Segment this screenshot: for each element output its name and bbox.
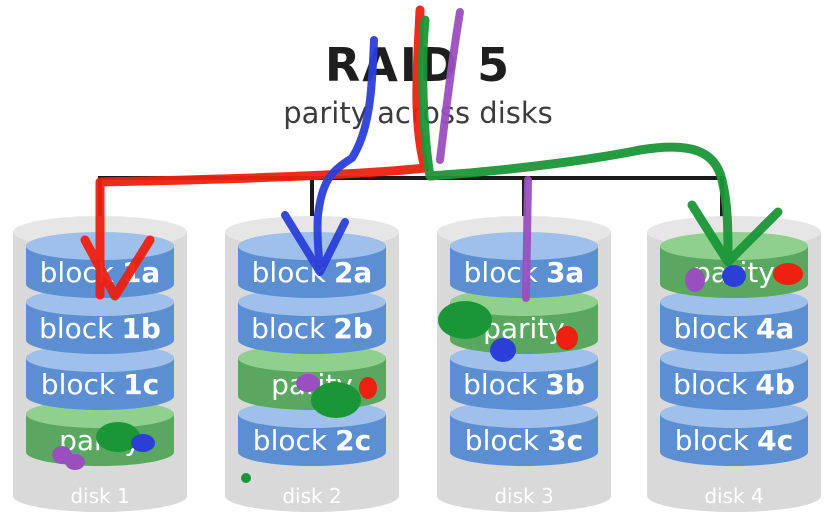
red-arrow-stroke: [80, 5, 430, 301]
block-word: block: [674, 312, 749, 345]
data-block: [26, 358, 174, 410]
purple-dot: [296, 374, 320, 392]
purple-dot: [685, 268, 705, 292]
disk-2: block2cparityblock2bblock2adisk 2: [225, 216, 399, 512]
block-top: [238, 232, 386, 260]
data-block: [238, 302, 386, 354]
block-word: block: [39, 312, 114, 345]
block-id: 2b: [333, 312, 373, 345]
block-word: block: [675, 424, 750, 457]
blue-arrow-stroke: [281, 36, 378, 276]
data-block: [238, 246, 386, 298]
parity-label: parity: [483, 312, 565, 345]
data-block: [660, 414, 808, 466]
block-id: 2c: [335, 424, 371, 457]
red-dot: [556, 326, 578, 350]
disk-label: disk 4: [704, 484, 763, 508]
block-word: block: [253, 424, 328, 457]
green-dot: [241, 473, 251, 483]
data-block: [660, 358, 808, 410]
blue-dot: [490, 338, 516, 362]
block-word: block: [463, 368, 538, 401]
disk-label: disk 1: [70, 484, 129, 508]
green-scribble: [311, 382, 361, 418]
data-block: [450, 358, 598, 410]
bus-line: [98, 176, 724, 244]
block-id: 1c: [123, 368, 159, 401]
block-word: block: [465, 424, 540, 457]
block-id: 3b: [545, 368, 585, 401]
block-id: 4c: [757, 424, 793, 457]
green-scribble: [96, 422, 140, 452]
disk-4: block4cblock4bblock4aparitydisk 4: [647, 216, 821, 512]
block-word: parity: [483, 312, 565, 345]
block-id: 4b: [755, 368, 795, 401]
disk-label: disk 2: [282, 484, 341, 508]
blue-dot: [722, 265, 746, 287]
block-id: 1b: [121, 312, 161, 345]
block-word: block: [673, 368, 748, 401]
red-dot: [773, 263, 803, 285]
data-block: [238, 414, 386, 466]
block-id: 3a: [546, 256, 584, 289]
purple-dot: [65, 454, 85, 470]
block-id: 3c: [547, 424, 583, 457]
block-id: 2a: [334, 256, 372, 289]
data-block: [450, 414, 598, 466]
disk-1: parityblock1cblock1bblock1adisk 1: [13, 216, 187, 512]
green-scribble: [438, 301, 492, 339]
green-arrow-stroke: [418, 15, 783, 267]
purple-stroke: [436, 8, 532, 302]
data-block: [660, 302, 808, 354]
block-id: 4a: [756, 312, 794, 345]
red-dot: [359, 377, 377, 399]
block-word: block: [41, 368, 116, 401]
data-block: [26, 302, 174, 354]
block-word: block: [251, 312, 326, 345]
disk-label: disk 3: [494, 484, 553, 508]
block-top: [660, 232, 808, 260]
blue-dot: [131, 434, 155, 452]
